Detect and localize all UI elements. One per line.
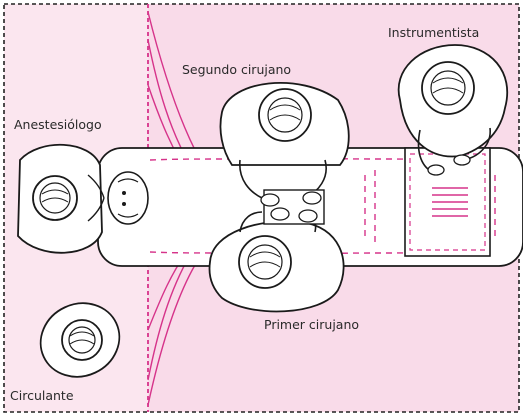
surgical-field [261,190,324,224]
label-instrumentista: Instrumentista [388,27,479,40]
instrument-tray [405,148,490,256]
anesthesiologist-figure [18,145,104,253]
label-primer-cirujano: Primer cirujano [264,319,359,332]
label-circulante: Circulante [10,390,74,403]
label-segundo-cirujano: Segundo cirujano [182,64,291,77]
patient-head [108,172,148,224]
label-anestesiologo: Anestesiólogo [14,119,102,132]
